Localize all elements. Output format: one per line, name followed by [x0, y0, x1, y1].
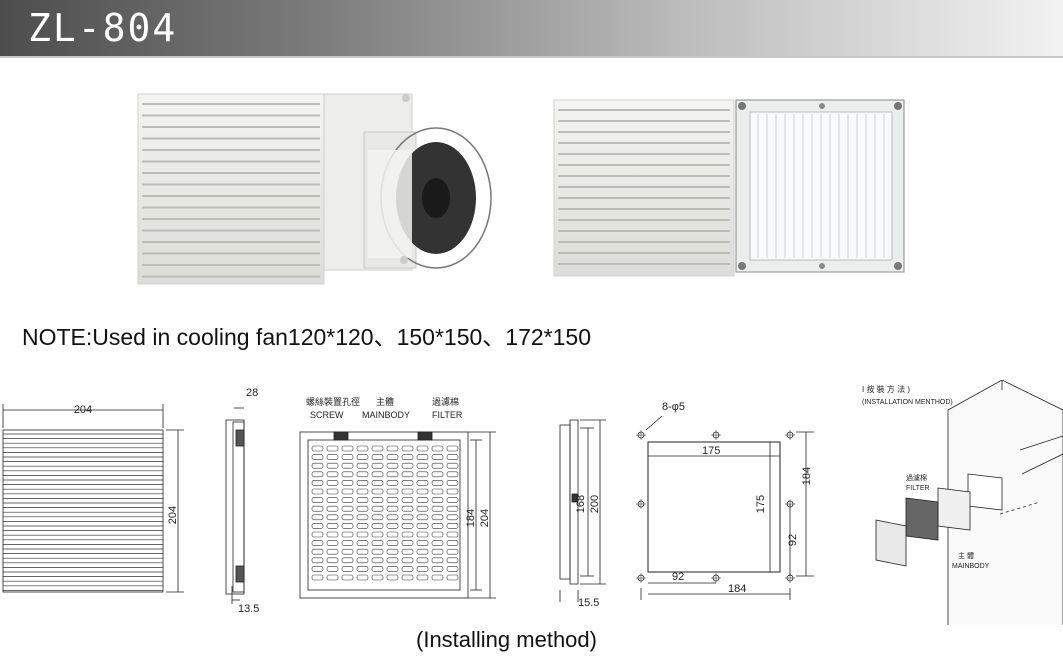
- model-title: ZL-804: [28, 6, 178, 50]
- title-banner: [0, 0, 1063, 56]
- label-filter-en: FILTER: [432, 410, 463, 420]
- dim-side-top: 28: [246, 387, 258, 399]
- front-view-outline: [2, 429, 164, 593]
- dim-cut-height: 175: [755, 495, 767, 513]
- dim-cut-184-h: 184: [728, 583, 746, 595]
- label-iso-main-cn: 主 體: [958, 551, 974, 560]
- product-photo-fan: [137, 93, 492, 285]
- label-iso-main-en: MAINBODY: [952, 563, 990, 570]
- banner-divider: [0, 56, 1063, 58]
- label-iso-filter-en: FILTER: [906, 485, 930, 492]
- label-method-en: (INSTALLATION MENTHOD): [862, 399, 953, 406]
- technical-drawings: 204 204 28 13.5 螺絲裝置孔徑 SCREW 主體 MAINBODY…: [2, 380, 1063, 625]
- label-filter-cn: 過濾棉: [432, 396, 459, 407]
- dim-front-height: 204: [167, 506, 179, 524]
- label-iso-filter-cn: 過濾棉: [906, 473, 927, 482]
- dim-cut-right: 184: [801, 467, 813, 485]
- dim-cut-width: 175: [702, 445, 720, 457]
- installing-method-caption: (Installing method): [416, 627, 597, 652]
- label-holes: 8-φ5: [662, 401, 685, 413]
- dim-front-width: 204: [74, 404, 92, 416]
- dim-grille-h1: 184: [465, 509, 477, 527]
- dim-cut-92-v: 92: [787, 534, 799, 546]
- dim-side2-h2: 200: [589, 495, 601, 513]
- label-method-cn: I 按 裝 方 法 ): [862, 384, 910, 394]
- dim-grille-h2: 204: [479, 509, 491, 527]
- label-mainbody-cn: 主體: [376, 396, 394, 407]
- dim-side2-h1: 168: [575, 495, 587, 513]
- dim-side-bottom: 13.5: [238, 603, 259, 615]
- label-screw-en: SCREW: [310, 410, 344, 420]
- note-text: NOTE:Used in cooling fan120*120、150*150、…: [22, 324, 592, 350]
- product-photo-filter: [553, 99, 905, 277]
- label-screw-cn: 螺絲裝置孔徑: [306, 396, 360, 407]
- dim-side2-bottom: 15.5: [578, 597, 599, 609]
- dim-cut-92-h: 92: [672, 571, 684, 583]
- label-mainbody-en: MAINBODY: [362, 410, 410, 420]
